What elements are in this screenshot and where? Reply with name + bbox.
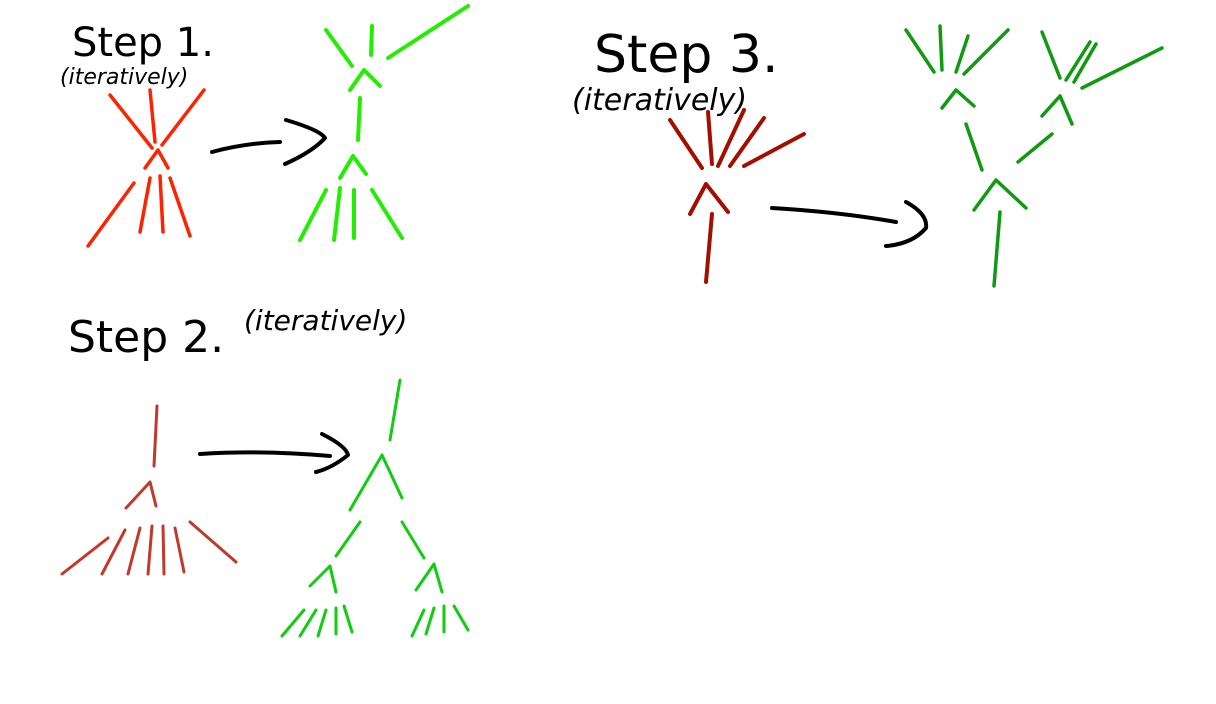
step-2-red-tree [60, 404, 238, 576]
step-1-note: (iteratively) [60, 65, 188, 90]
step-2-arrow [198, 432, 350, 474]
step-3-note: (iteratively) [572, 83, 747, 118]
step-1-red-tree [86, 88, 206, 248]
step-3-arrow [770, 200, 929, 248]
step-3-red-tree [668, 108, 806, 284]
step-3-title: Step 3. [594, 25, 779, 85]
step-1-green-tree [298, 4, 470, 242]
step-2-group: Step 2. (iteratively) [60, 304, 470, 638]
step-3-group: Step 3. (iteratively) [572, 24, 1164, 288]
step-2-green-tree [280, 378, 470, 638]
step-1-group: Step 1. (iteratively) [60, 4, 470, 248]
step-1-arrow [210, 118, 327, 166]
step-2-title: Step 2. [68, 312, 224, 363]
step-3-green-tree [904, 24, 1164, 288]
step-2-note: (iteratively) [244, 304, 407, 337]
step-1-title: Step 1. [72, 20, 214, 66]
